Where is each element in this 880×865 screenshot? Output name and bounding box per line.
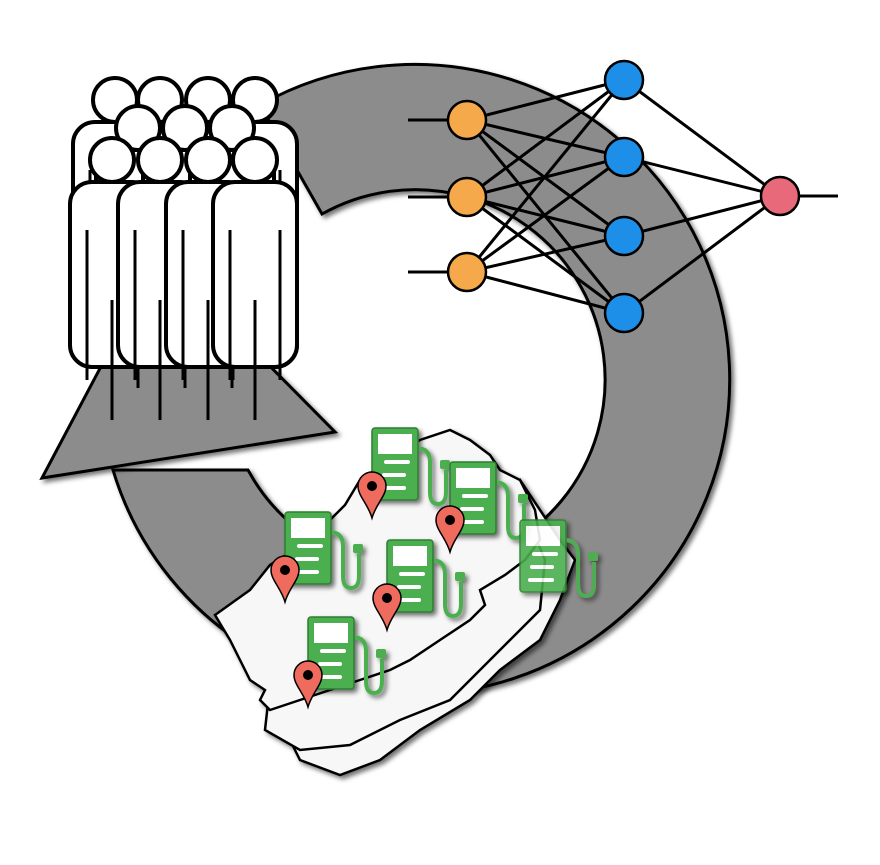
station-window (314, 623, 348, 643)
plug (353, 544, 363, 553)
plug (376, 649, 386, 658)
pin-dot (367, 481, 377, 491)
station-e-mark (528, 552, 558, 582)
pin-body (435, 505, 465, 555)
input-node (446, 176, 488, 218)
input-node (446, 251, 488, 293)
person-head (88, 136, 136, 184)
plug (518, 494, 528, 503)
charging-stations (270, 427, 598, 710)
edge (466, 195, 625, 238)
hidden-node (603, 215, 645, 257)
person-head (136, 136, 184, 184)
neural-network-icon (408, 59, 838, 334)
edge (466, 78, 625, 122)
person-head (231, 136, 279, 184)
charging-station-icon (519, 519, 598, 599)
output-node (759, 175, 801, 217)
edge (623, 155, 781, 198)
cable (351, 635, 384, 696)
map-pin-icon (372, 583, 402, 633)
map-pin-icon (357, 471, 387, 521)
plug (588, 552, 598, 561)
pin-body (293, 660, 323, 710)
plug (440, 460, 450, 469)
edge (466, 155, 625, 274)
person-head (184, 136, 232, 184)
map-pin-icon (435, 505, 465, 555)
cable (328, 530, 361, 591)
pin-dot (303, 670, 313, 680)
hidden-node (603, 292, 645, 334)
cable (430, 558, 463, 619)
edge (623, 194, 781, 238)
person-head (161, 104, 209, 152)
edge (466, 78, 625, 199)
crowd-icon (68, 76, 299, 420)
station-window (456, 468, 490, 488)
plug (455, 572, 465, 581)
station-window (378, 434, 412, 454)
map-pin-icon (293, 660, 323, 710)
pin-body (372, 583, 402, 633)
person-head (208, 104, 256, 152)
pin-dot (280, 565, 290, 575)
pin-dot (382, 593, 392, 603)
cable (415, 446, 448, 507)
person-icon (211, 136, 299, 420)
edge (465, 79, 626, 273)
edge (466, 234, 625, 274)
station-window (393, 546, 427, 566)
pin-dot (445, 515, 455, 525)
edge (623, 194, 781, 315)
pin-body (357, 471, 387, 521)
map-pin-icon (270, 555, 300, 605)
hidden-node (603, 136, 645, 178)
edge (466, 270, 625, 315)
station-window (526, 526, 560, 546)
edge (623, 78, 781, 198)
input-node (446, 99, 488, 141)
hidden-node (603, 59, 645, 101)
station-window (291, 518, 325, 538)
cable (563, 538, 596, 599)
pin-body (270, 555, 300, 605)
